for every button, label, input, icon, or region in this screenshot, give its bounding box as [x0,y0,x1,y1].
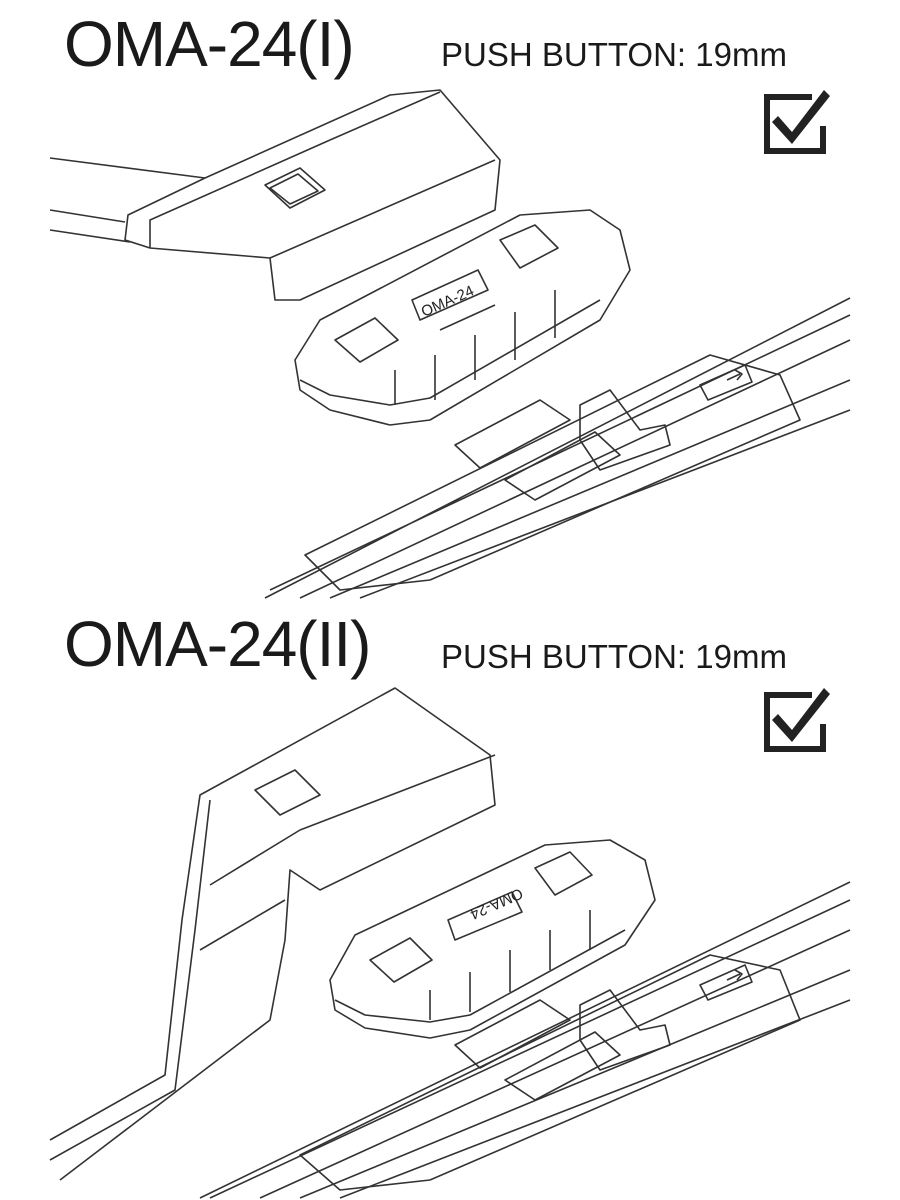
wiper-blade [199,881,851,1199]
wiper-adapter-drawing: OMA-24 [49,687,851,1199]
push-button-size: PUSH BUTTON: 19mm [441,638,787,675]
model-title: OMA-24(I) [64,8,355,80]
adapter [294,209,631,426]
wiper-blade [264,297,851,599]
adapter-label: OMA-24 [419,282,477,320]
checkbox-checked-icon [764,90,830,154]
wiper-arm [49,89,501,301]
panel-oma-24-i: OMA-24 OMA-24(I) PUSH BUTTON: 19mm [49,8,851,599]
model-title: OMA-24(II) [64,608,371,680]
panel-oma-24-ii: OMA-24 OMA-24(II) PUSH BUTTON: 19mm [0,600,900,1200]
push-button-size: PUSH BUTTON: 19mm [441,36,787,73]
wiper-arm [49,687,496,1181]
adapter-label: OMA-24 [467,884,525,922]
checkbox-checked-icon [764,688,830,752]
adapter [329,839,656,1039]
wiper-adapter-drawing: OMA-24 [49,89,851,599]
